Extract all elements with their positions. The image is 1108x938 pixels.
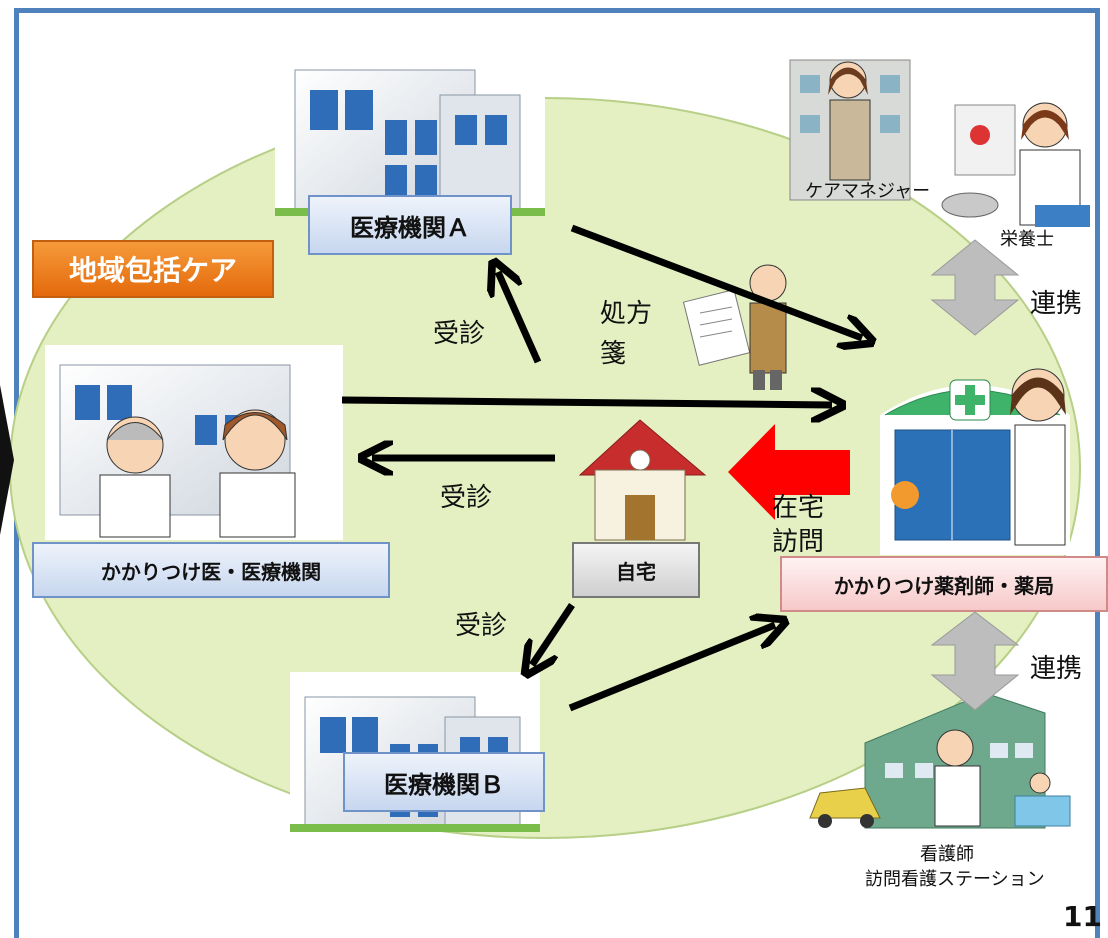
arrow-home-to-hospital-a [498,272,542,364]
nurse-label: 看護師 [920,844,974,865]
hospital-a-illustration [275,40,545,216]
visit-label-b: 受診 [455,611,508,641]
care-manager-label: ケアマネジャー [805,181,931,202]
visit-label-a: 受診 [433,319,486,349]
home-visit-arrow [728,424,850,520]
prescription-label-line1: 処方 [600,299,653,329]
arrow-doctor-to-pharmacy [341,400,832,405]
visit-label-doctor: 受診 [440,483,493,513]
hospital-b-label: 医療機関Ｂ [343,752,545,812]
home-illustration [578,419,707,541]
pharmacy-label: かかりつけ薬剤師・薬局 [780,556,1108,612]
dietitian-label: 栄養士 [1000,229,1054,250]
pharmacy-illustration [880,368,1070,555]
page-number: 11 [1063,900,1102,933]
link-arrow-top-icon [930,239,1020,336]
family-doctor-illustration [45,345,343,540]
link-label-bottom: 連携 [1030,654,1083,684]
hospital-a-label: 医療機関Ａ [308,195,512,255]
family-doctor-label: かかりつけ医・医療機関 [32,542,390,598]
care-manager-illustration [789,59,911,201]
nursing-station-label: 訪問看護ステーション [865,869,1045,890]
arrow-hospital-b-to-pharmacy [568,625,775,712]
arrows [341,224,862,712]
dietitian-illustration [941,102,1090,227]
nursing-station-illustration [809,692,1071,829]
patient-illustration [682,264,787,390]
arrow-hospital-a-to-pharmacy [570,224,862,338]
home-visit-label-line2: 訪問 [772,527,825,557]
home-label: 自宅 [572,542,700,598]
link-arrow-bottom-icon [930,611,1020,711]
regional-care-badge: 地域包括ケア [32,240,274,298]
prescription-label-line2: 箋 [600,339,627,369]
home-visit-label-line1: 在宅 [772,493,825,523]
left-chevron-icon [0,385,14,535]
link-label-top: 連携 [1030,289,1083,319]
arrow-home-to-hospital-b [532,603,575,665]
